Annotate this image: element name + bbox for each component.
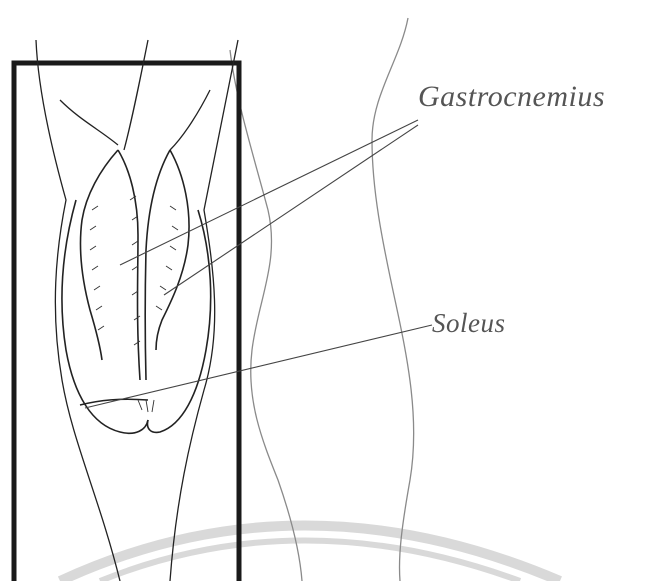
gastrocnemius-leader-medial (120, 120, 418, 265)
watermark-arcs (60, 526, 560, 582)
soleus-label: Soleus (432, 308, 506, 339)
soleus-leader (85, 325, 432, 408)
gastrocnemius-leader-lateral (164, 125, 418, 295)
leg-lateral-outline (230, 18, 414, 581)
gastrocnemius-muscle (80, 150, 189, 380)
gastrocnemius-label: Gastrocnemius (418, 80, 605, 114)
muscle-hatching (90, 196, 178, 412)
